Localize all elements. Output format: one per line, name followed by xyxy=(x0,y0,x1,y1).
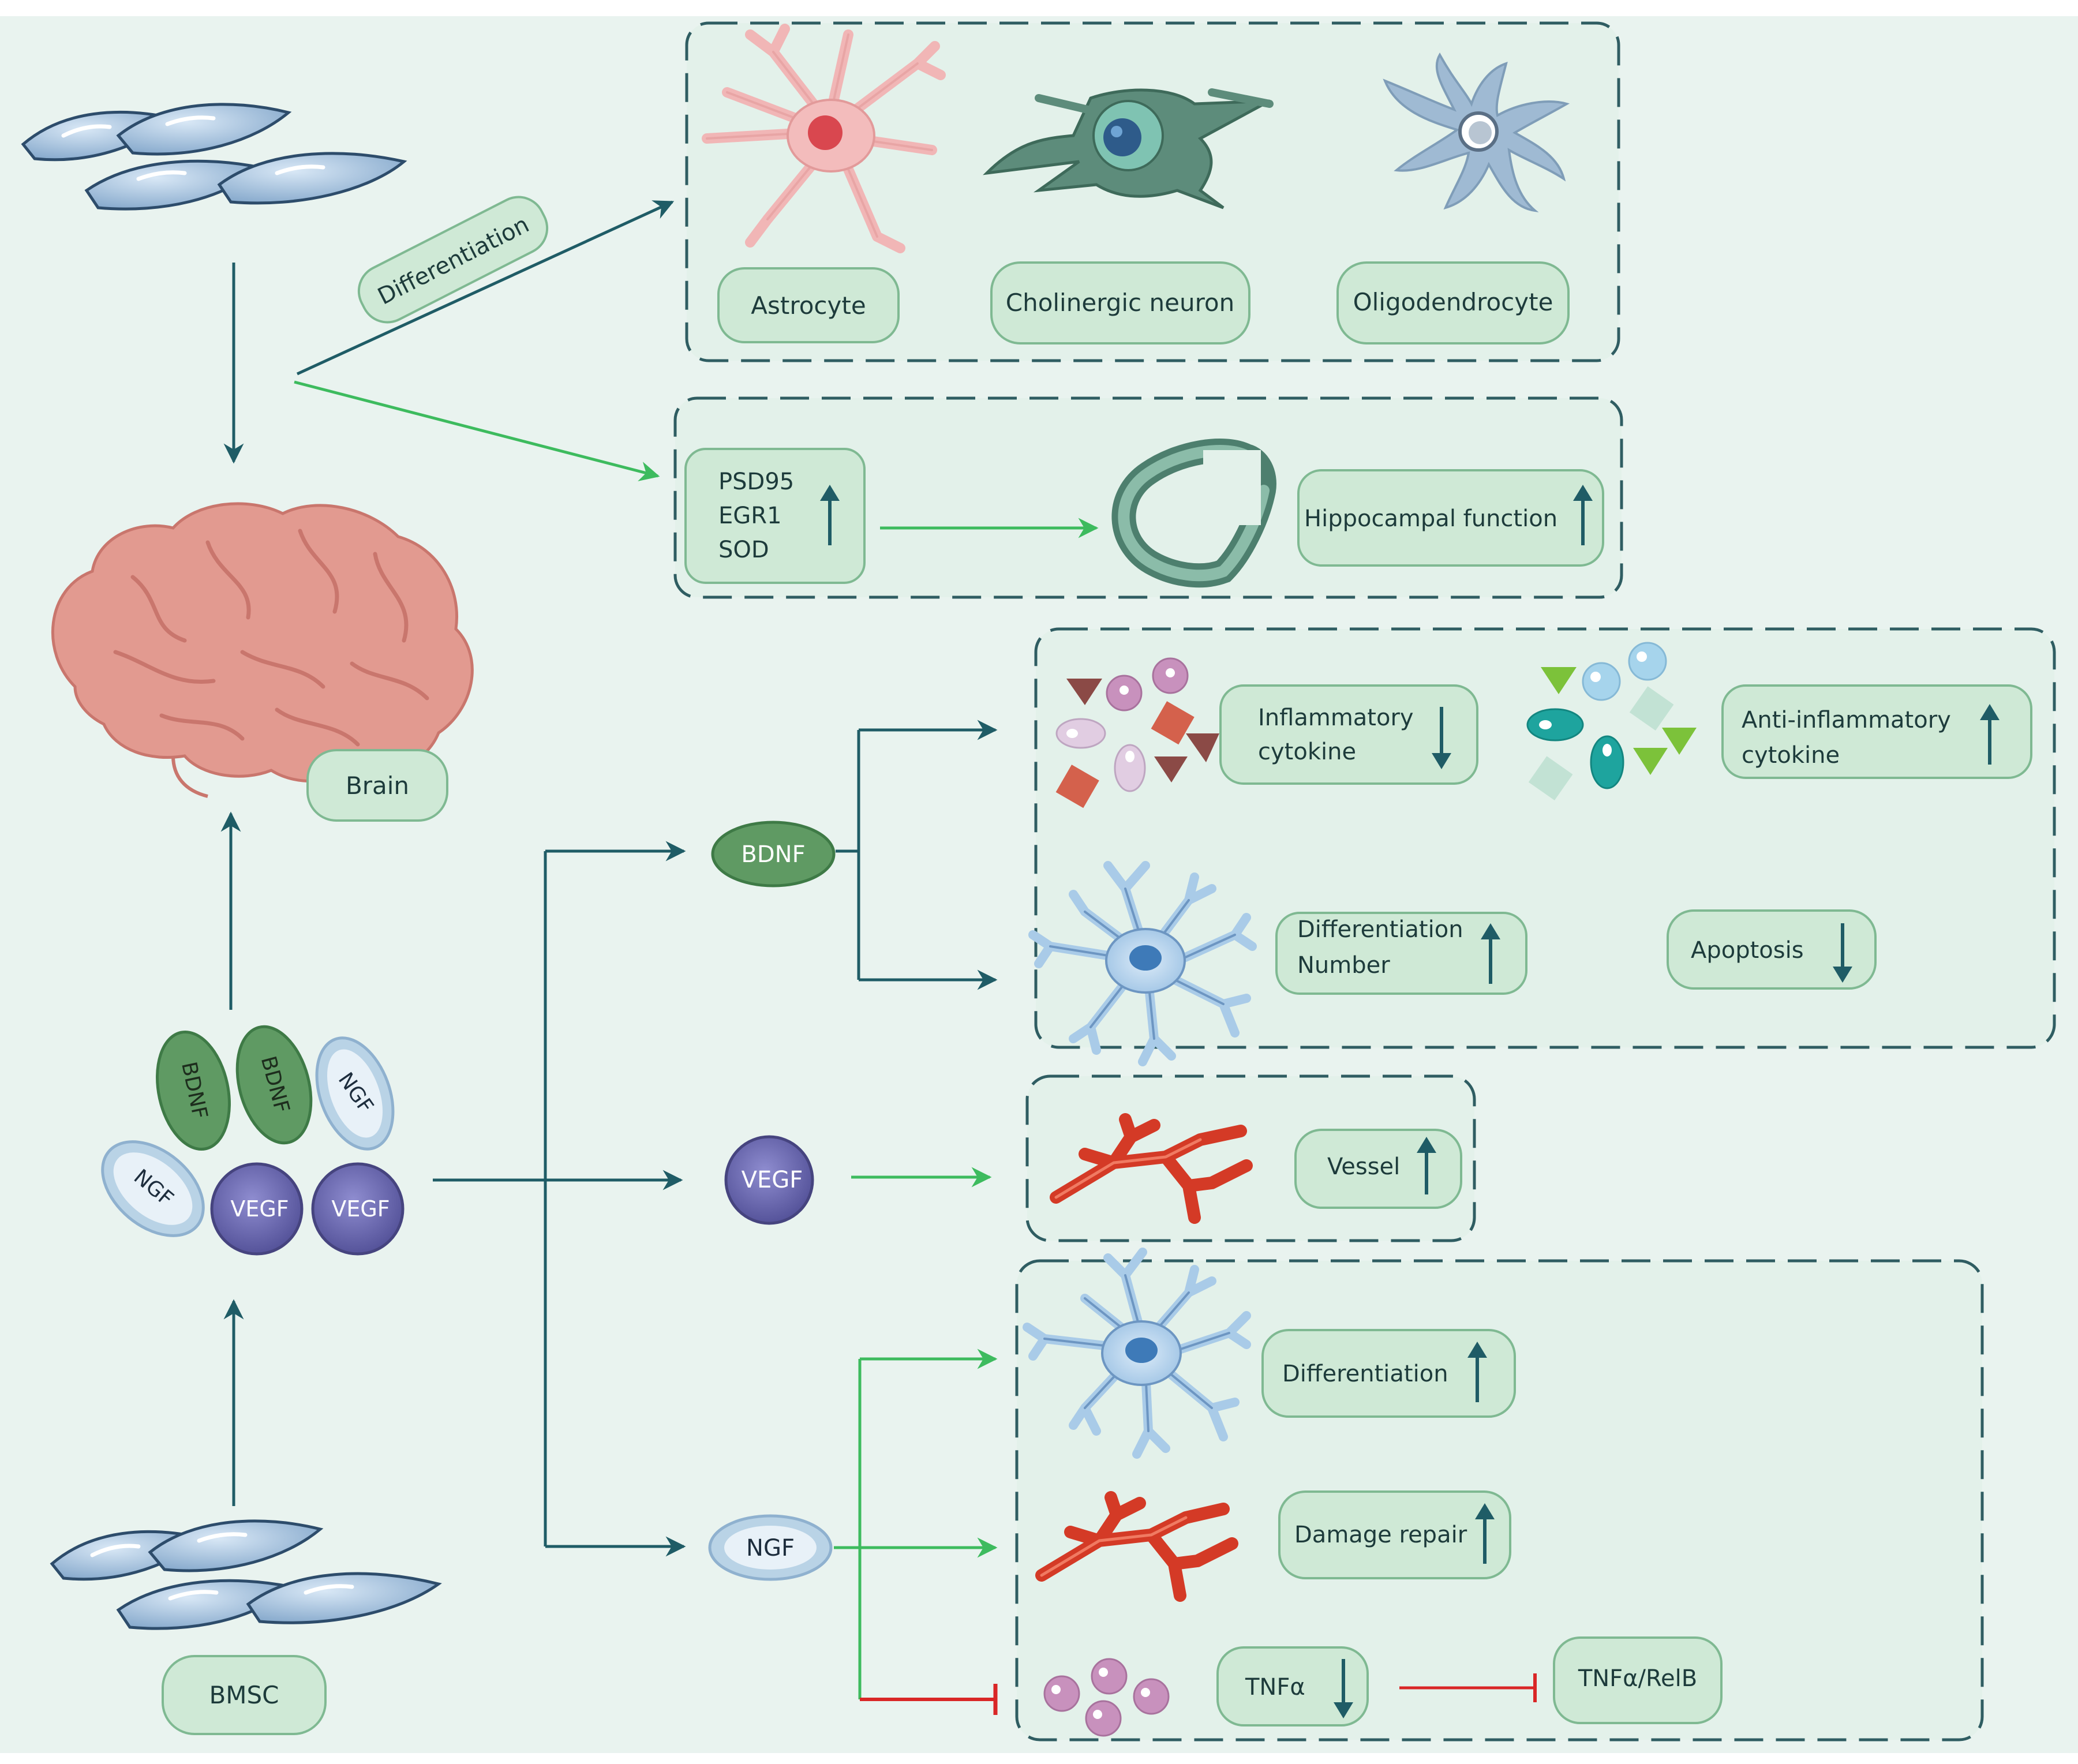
bmsc-cells-bottom xyxy=(50,1519,442,1630)
arrow-down-icon xyxy=(1432,707,1451,769)
oligodendrocyte-icon xyxy=(1383,52,1570,212)
bdnf-node: BDNF xyxy=(711,821,836,887)
astrocyte-icon xyxy=(702,24,946,253)
arrow-up-icon xyxy=(820,485,840,545)
branch-trunk xyxy=(433,851,547,1546)
arrow-up-icon xyxy=(1980,704,2000,765)
ngf-branch xyxy=(834,1359,862,1699)
tnfa-particles xyxy=(1043,1658,1170,1737)
astrocyte-text: Astrocyte xyxy=(751,291,866,320)
ngf-differentiation-text: Differentiation xyxy=(1282,1361,1448,1387)
inflammatory-text-1: Inflammatory xyxy=(1258,705,1414,731)
inflammatory-cytokine-particles xyxy=(1055,657,1219,808)
anti-inflammatory-text-1: Anti-inflammatory xyxy=(1742,707,1951,733)
ngf-node-text: NGF xyxy=(746,1535,795,1561)
differentiation-number-box: Differentiation Number xyxy=(1275,912,1527,995)
oligodendrocyte-label: Oligodendrocyte xyxy=(1336,261,1570,344)
differentiation-number-text-1: Differentiation xyxy=(1297,916,1463,943)
bmsc-cells-top xyxy=(21,103,407,211)
vessel-icon xyxy=(1050,1113,1253,1224)
egr1-text: EGR1 xyxy=(718,503,782,529)
growth-factor-cluster: BDNF BDNF NGF NGF VEGF VEGF xyxy=(101,1025,405,1256)
arrow-up-icon xyxy=(1475,1503,1495,1564)
tnfa-box: TNFα xyxy=(1216,1646,1369,1726)
vegf-node: VEGF xyxy=(724,1135,814,1225)
ngf-neuron-icon xyxy=(1023,1248,1251,1459)
hippocampus-icon xyxy=(1111,439,1276,588)
arrow-differentiation xyxy=(296,200,675,376)
inhibition-bar-icon xyxy=(1399,1673,1537,1702)
damage-repair-vessel-icon xyxy=(1035,1491,1238,1602)
tnfa-relb-text: TNFα/RelB xyxy=(1578,1665,1697,1692)
cholinergic-neuron-icon xyxy=(983,88,1274,209)
ngf-node: NGF xyxy=(708,1514,833,1581)
damage-repair-box: Damage repair xyxy=(1278,1490,1511,1579)
arrow-down-icon xyxy=(1334,1659,1353,1718)
inflammatory-cytokine-box: Inflammatory cytokine xyxy=(1219,684,1478,785)
brain-illustration xyxy=(51,502,474,798)
cholinergic-neuron-text: Cholinergic neuron xyxy=(1006,289,1234,317)
hippocampal-function-text: Hippocampal function xyxy=(1304,505,1557,532)
hippocampal-function-box: Hippocampal function xyxy=(1297,469,1604,567)
brain-text: Brain xyxy=(346,771,409,800)
vegf-node-text: VEGF xyxy=(742,1167,803,1193)
vessel-text: Vessel xyxy=(1327,1153,1400,1180)
arrow-up-icon xyxy=(1573,485,1593,545)
bmsc-label: BMSC xyxy=(162,1655,327,1735)
apoptosis-box: Apoptosis xyxy=(1667,909,1877,990)
bmsc-text: BMSC xyxy=(209,1681,279,1709)
sod-text: SOD xyxy=(718,537,769,563)
arrow-to-hippocampus xyxy=(294,380,660,482)
anti-inflammatory-cytokine-particles xyxy=(1526,642,1697,800)
bdnf-branch xyxy=(836,730,860,980)
vegf-text-a: VEGF xyxy=(230,1196,289,1222)
cholinergic-neuron-label: Cholinergic neuron xyxy=(990,261,1250,344)
tnfa-text: TNFα xyxy=(1245,1674,1305,1701)
bdnf-node-text: BDNF xyxy=(741,841,805,868)
anti-inflammatory-cytokine-box: Anti-inflammatory cytokine xyxy=(1721,684,2032,779)
anti-inflammatory-text-2: cytokine xyxy=(1742,742,1840,769)
markers-box: PSD95 EGR1 SOD xyxy=(684,448,866,584)
vessel-box: Vessel xyxy=(1294,1129,1462,1209)
damage-repair-text: Damage repair xyxy=(1294,1522,1467,1548)
differentiation-number-text-2: Number xyxy=(1297,952,1390,979)
inflammatory-text-2: cytokine xyxy=(1258,739,1356,765)
ngf-differentiation-box: Differentiation xyxy=(1261,1329,1516,1418)
apoptosis-text: Apoptosis xyxy=(1691,937,1804,964)
arrow-down-icon xyxy=(1833,923,1852,983)
neuron-icon xyxy=(1028,861,1257,1066)
arrow-up-icon xyxy=(1417,1137,1436,1194)
arrow-up-icon xyxy=(1481,923,1500,984)
tnfa-relb-box: TNFα/RelB xyxy=(1553,1636,1723,1724)
inhibition-bar-icon xyxy=(860,1684,998,1715)
brain-label: Brain xyxy=(306,749,448,822)
vegf-text-b: VEGF xyxy=(331,1196,390,1222)
arrow-up-icon xyxy=(1467,1342,1487,1402)
psd95-text: PSD95 xyxy=(718,469,794,495)
oligodendrocyte-text: Oligodendrocyte xyxy=(1353,288,1553,316)
astrocyte-label: Astrocyte xyxy=(717,267,900,343)
